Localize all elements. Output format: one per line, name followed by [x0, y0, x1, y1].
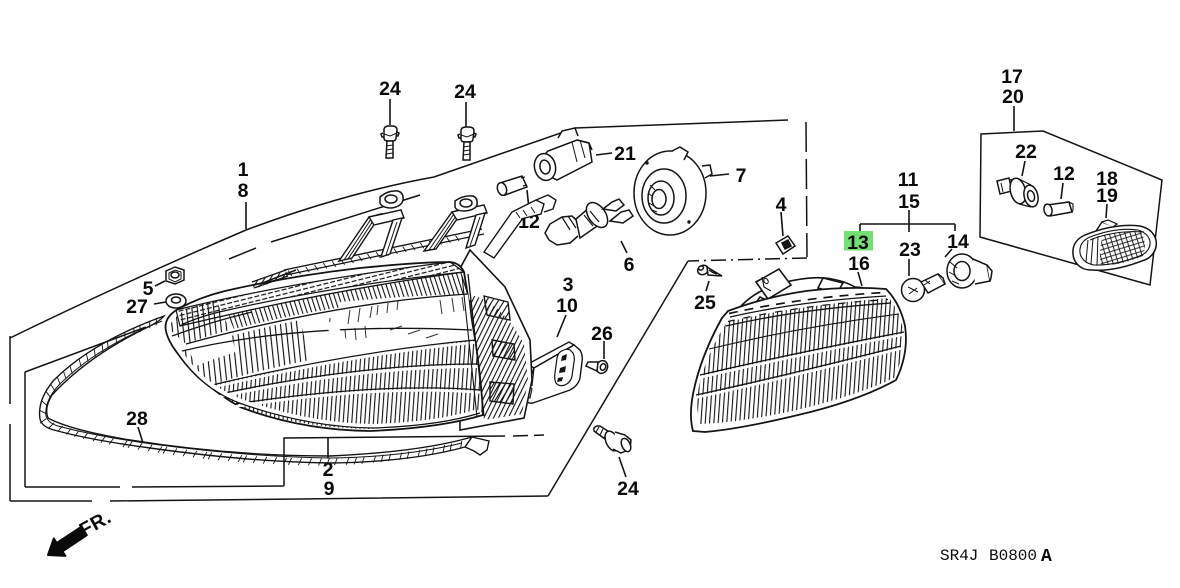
- svg-text:A: A: [1041, 547, 1052, 567]
- svg-text:1: 1: [238, 159, 249, 181]
- svg-text:14: 14: [947, 231, 969, 253]
- svg-text:12: 12: [1053, 163, 1075, 185]
- svg-text:21: 21: [614, 143, 636, 165]
- svg-text:8: 8: [238, 180, 249, 202]
- svg-text:24: 24: [379, 78, 401, 100]
- svg-text:11: 11: [898, 169, 919, 191]
- svg-text:7: 7: [736, 165, 747, 187]
- svg-text:25: 25: [694, 292, 716, 314]
- svg-text:17: 17: [1001, 66, 1023, 88]
- svg-text:2: 2: [323, 459, 334, 481]
- svg-text:B0800: B0800: [989, 547, 1037, 565]
- svg-text:6: 6: [624, 254, 635, 276]
- svg-text:10: 10: [556, 295, 578, 317]
- svg-text:27: 27: [126, 296, 148, 318]
- svg-text:9: 9: [324, 478, 335, 500]
- svg-text:15: 15: [898, 191, 920, 213]
- svg-text:22: 22: [1015, 141, 1037, 163]
- svg-text:13: 13: [847, 232, 869, 254]
- svg-text:4: 4: [776, 194, 787, 216]
- svg-text:3: 3: [563, 274, 574, 296]
- svg-text:16: 16: [848, 253, 870, 275]
- svg-text:18: 18: [1096, 168, 1118, 190]
- svg-text:24: 24: [454, 81, 476, 103]
- svg-text:23: 23: [899, 239, 921, 261]
- svg-text:28: 28: [126, 408, 148, 430]
- svg-text:19: 19: [1096, 185, 1118, 207]
- svg-text:5: 5: [143, 278, 154, 300]
- svg-text:24: 24: [617, 478, 639, 500]
- svg-text:SR4J: SR4J: [940, 547, 978, 565]
- svg-text:20: 20: [1002, 86, 1024, 108]
- svg-text:26: 26: [591, 323, 613, 345]
